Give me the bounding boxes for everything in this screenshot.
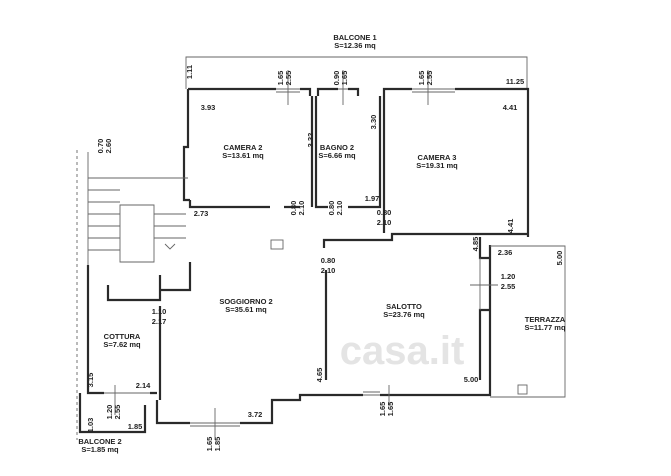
dimension-label: 1.65 (378, 402, 387, 417)
dimension-label: 2.10 (297, 201, 306, 216)
dimension-label: 1.10 (152, 307, 167, 316)
balcony-2-walls (78, 393, 147, 434)
dimension-label: 11.25 (506, 77, 524, 86)
dimension-label: 1.20 (501, 272, 516, 281)
room-name-camera-3: CAMERA 3 (418, 153, 457, 162)
staircase (76, 150, 188, 440)
dimension-label: 1.03 (86, 418, 95, 433)
dimension-label: 2.36 (498, 248, 513, 257)
dimension-label: 1.20 (105, 405, 114, 420)
dimension-label: 2.55 (284, 71, 293, 86)
dimension-label: 1.65 (276, 71, 285, 86)
room-area-bagno-2: S=6.66 mq (318, 151, 356, 160)
watermark-casa-it: casa.it (340, 329, 465, 373)
dimension-label: 5.00 (555, 251, 564, 266)
dimension-label: 1.85 (128, 422, 143, 431)
dimension-label: 3.15 (86, 373, 95, 388)
room-name-balcone-1: BALCONE 1 (333, 33, 376, 42)
exterior-wall (155, 87, 530, 425)
dimension-label: 2.14 (136, 381, 151, 390)
dimension-label: 1.85 (213, 437, 222, 452)
dimension-label: 1.11 (185, 65, 194, 79)
dimension-label: 2.60 (104, 139, 113, 154)
dimension-label: 2.55 (501, 282, 516, 291)
dimension-label: 1.65 (417, 71, 426, 86)
room-name-camera-2: CAMERA 2 (224, 143, 263, 152)
room-name-balcone-2: BALCONE 2 (78, 437, 121, 446)
dimension-label: 3.93 (201, 103, 216, 112)
dimension-label: 4.65 (315, 368, 324, 383)
dimension-label: 2.10 (321, 266, 336, 275)
dimension-label: 2.17 (152, 317, 167, 326)
dimension-label: 4.41 (503, 103, 518, 112)
window-markers (104, 70, 498, 440)
terrace-column (517, 384, 528, 395)
dimension-label: 0.80 (327, 201, 336, 216)
dimension-label: 1.65 (205, 437, 214, 452)
room-area-cottura: S=7.62 mq (103, 340, 141, 349)
room-area-terrazza: S=11.77 mq (524, 323, 565, 332)
dimension-label: 2.55 (425, 71, 434, 86)
room-area-salotto: S=23.76 mq (383, 310, 425, 319)
room-name-salotto: SALOTTO (386, 302, 422, 311)
dimension-label: 1.97 (365, 194, 380, 203)
dimension-label: 0.90 (332, 71, 341, 86)
dimension-label: 0.80 (321, 256, 336, 265)
room-name-bagno-2: BAGNO 2 (320, 143, 354, 152)
dimension-label: 3.72 (248, 410, 263, 419)
dimension-label: 3.32 (306, 133, 315, 148)
room-area-balcone-2: S=1.85 mq (81, 445, 119, 454)
room-name-terrazza: TERRAZZA (525, 315, 566, 324)
dimension-label: 2.10 (335, 201, 344, 216)
room-area-camera-3: S=19.31 mq (416, 161, 458, 170)
room-area-soggiorno-2: S=35.61 mq (225, 305, 267, 314)
dimension-label: 1.65 (340, 71, 349, 86)
dimension-label: 4.85 (471, 237, 480, 252)
dimension-label: 1.65 (386, 402, 395, 417)
dimension-label: 2.55 (113, 405, 122, 420)
dimension-label: 2.10 (377, 218, 392, 227)
dimension-label: 3.30 (369, 115, 378, 130)
dimension-label: 0.80 (289, 201, 298, 216)
dimension-label: 0.80 (377, 208, 392, 217)
dimension-label: 0.70 (96, 139, 105, 154)
room-area-camera-2: S=13.61 mq (222, 151, 264, 160)
dimension-label: 5.00 (464, 375, 479, 384)
room-name-cottura: COTTURA (104, 332, 141, 341)
terrace-outline (490, 245, 566, 398)
column (270, 239, 284, 250)
room-name-soggiorno-2: SOGGIORNO 2 (219, 297, 272, 306)
dimension-label: 2.73 (194, 209, 209, 218)
balcony-1-outline (185, 56, 528, 89)
room-area-balcone-1: S=12.36 mq (334, 41, 376, 50)
dimension-label: 4.41 (506, 219, 515, 234)
